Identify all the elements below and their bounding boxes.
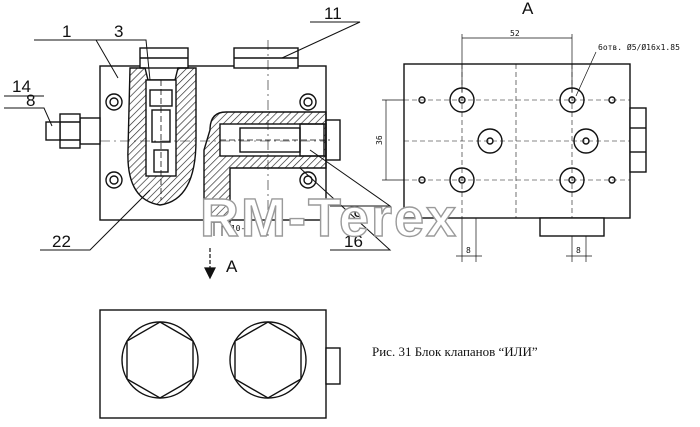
dimension-52: 52 bbox=[510, 29, 520, 38]
view-a-arrow bbox=[204, 248, 216, 280]
dimension-36: 36 bbox=[375, 135, 384, 145]
view-a-dimensions bbox=[382, 34, 597, 262]
dimension-8-right: 8 bbox=[576, 246, 581, 255]
bottom-view bbox=[99, 309, 341, 419]
bottom-view-body bbox=[99, 309, 327, 419]
callout-11: 11 bbox=[324, 4, 342, 23]
watermark: RM-Terex bbox=[200, 188, 458, 248]
section-view bbox=[45, 40, 341, 236]
callout-19: 19 bbox=[344, 206, 363, 225]
callout-1: 1 bbox=[62, 22, 71, 41]
arrow-a-label: A bbox=[226, 257, 238, 276]
bolt-holes bbox=[105, 93, 317, 189]
left-fitting bbox=[45, 113, 101, 149]
callout-14: 14 bbox=[12, 77, 31, 96]
callout-3: 3 bbox=[114, 22, 123, 41]
callout-16: 16 bbox=[344, 232, 363, 251]
hex-plug-left bbox=[121, 321, 199, 399]
hex-plug-right bbox=[229, 321, 307, 399]
holes-note: 6отв. Ø5/Ø16х1.85 bbox=[598, 42, 680, 52]
dimension-8-left: 8 bbox=[466, 246, 471, 255]
view-a-label: A bbox=[522, 0, 534, 18]
figure-caption: Рис. 31 Блок клапанов “ИЛИ” bbox=[372, 344, 538, 359]
left-valve-cutaway bbox=[127, 67, 197, 206]
right-valve-cutaway bbox=[203, 111, 330, 223]
callout-22: 22 bbox=[52, 232, 71, 251]
leader-lines bbox=[4, 21, 392, 251]
view-a bbox=[403, 63, 647, 237]
thread-dimension: M10-1 bbox=[226, 224, 250, 233]
callout-8: 8 bbox=[26, 91, 35, 110]
